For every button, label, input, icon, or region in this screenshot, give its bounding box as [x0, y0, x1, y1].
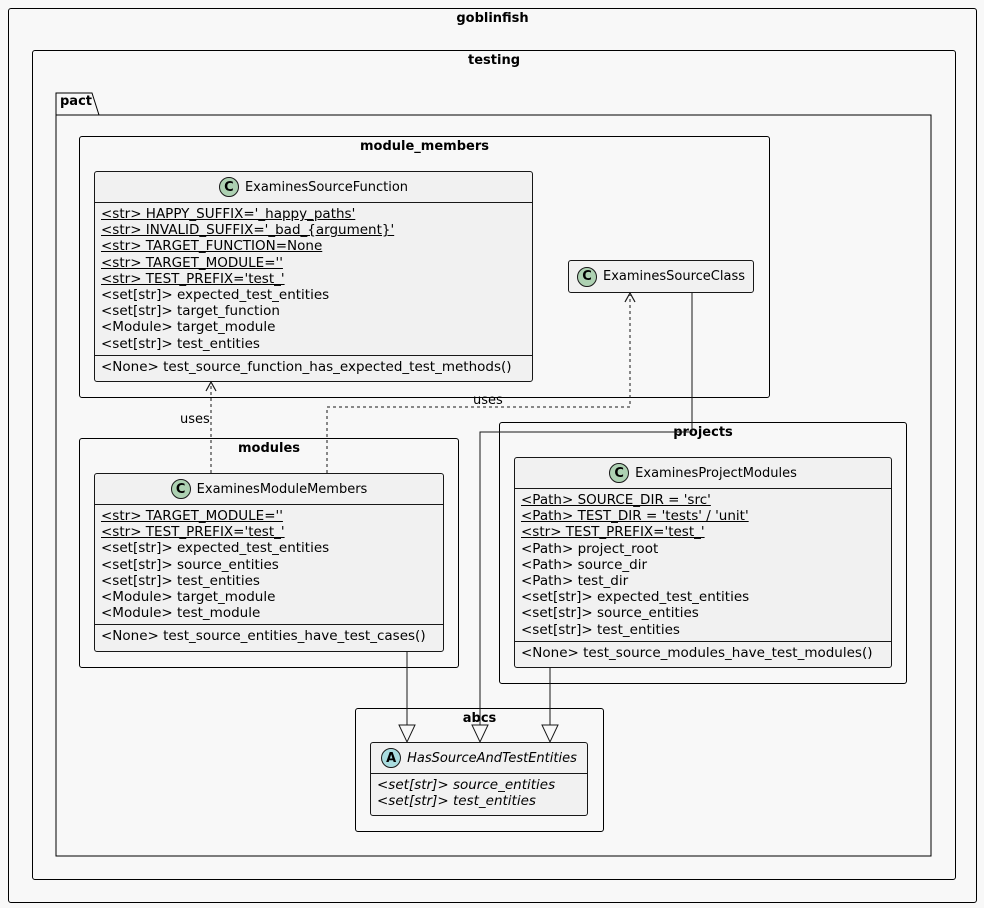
class-method: <None> test_source_function_has_expected…: [101, 358, 512, 375]
class-fields: <str> TARGET_MODULE=''<str> TEST_PREFIX=…: [95, 504, 443, 624]
class-field: <str> TARGET_FUNCTION=None: [101, 238, 323, 255]
class-field: <str> HAPPY_SUFFIX='_happy_paths': [101, 206, 356, 222]
class-stereotype-icon: C: [218, 177, 239, 197]
package-pact-title: pact: [60, 94, 92, 109]
package-title: projects: [673, 425, 733, 440]
package-title: testing: [468, 53, 520, 68]
class-name: ExaminesSourceClass: [602, 269, 745, 284]
class-examines-source-class[interactable]: C ExaminesSourceClass: [568, 260, 754, 293]
class-method: <None> test_source_modules_have_test_mod…: [521, 644, 873, 661]
package-testing: testing: [32, 50, 956, 880]
class-header: C ExaminesModuleMembers: [95, 474, 443, 504]
package-title: module_members: [360, 139, 489, 154]
class-name: HasSourceAndTestEntities: [407, 750, 577, 766]
class-stereotype-icon: C: [576, 266, 597, 287]
uses-class-label: uses: [473, 393, 503, 408]
class-header: C ExaminesProjectModules: [515, 458, 891, 488]
class-examines-source-function[interactable]: C ExaminesSourceFunction <str> HAPPY_SUF…: [94, 171, 533, 382]
class-field: <str> TARGET_MODULE='': [101, 254, 283, 271]
class-field: <set[str]> test_entities: [377, 793, 536, 810]
class-field: <set[str]> test_entities: [521, 621, 680, 638]
class-fields: <str> HAPPY_SUFFIX='_happy_paths'<str> I…: [95, 202, 532, 355]
abstract-stereotype-icon: A: [381, 748, 402, 768]
class-methods: <None> test_source_entities_have_test_ca…: [95, 624, 443, 647]
class-field: <Path> TEST_DIR = 'tests' / 'unit': [521, 508, 749, 525]
package-title: modules: [237, 441, 301, 456]
uses-function-label: uses: [180, 412, 210, 427]
class-field: <Module> test_module: [101, 605, 261, 622]
class-name: ExaminesProjectModules: [635, 465, 797, 481]
class-field: <set[str]> target_function: [101, 303, 280, 320]
class-field: <str> INVALID_SUFFIX='_bad_{argument}': [101, 222, 395, 239]
class-field: <set[str]> test_entities: [101, 335, 260, 352]
class-field: <set[str]> expected_test_entities: [101, 287, 330, 304]
class-has-source-and-test-entities[interactable]: A HasSourceAndTestEntities <set[str]> so…: [370, 742, 588, 816]
class-methods: <None> test_source_modules_have_test_mod…: [515, 640, 891, 664]
class-methods: <None> test_source_function_has_expected…: [95, 354, 532, 378]
class-field: <Path> project_root: [521, 540, 659, 557]
package-modules: modules: [79, 438, 459, 668]
class-field: <str> TARGET_MODULE='': [101, 508, 283, 524]
package-title: goblinfish: [456, 11, 529, 26]
class-field: <set[str]> source_entities: [377, 777, 556, 793]
package-title: abcs: [462, 711, 497, 726]
class-examines-project-modules[interactable]: C ExaminesProjectModules <Path> SOURCE_D…: [514, 457, 892, 668]
class-fields: <set[str]> source_entities<set[str]> tes…: [371, 773, 587, 812]
class-stereotype-icon: C: [609, 463, 630, 483]
class-field: <str> TEST_PREFIX='test_': [521, 524, 705, 541]
class-header: A HasSourceAndTestEntities: [371, 743, 587, 773]
class-field: <str> TEST_PREFIX='test_': [101, 270, 285, 287]
class-field: <Path> source_dir: [521, 556, 648, 573]
package-goblinfish: goblinfish: [8, 8, 977, 903]
class-field: <Module> target_module: [101, 589, 276, 606]
class-field: <str> TEST_PREFIX='test_': [101, 524, 285, 541]
class-header: C ExaminesSourceFunction: [95, 172, 532, 202]
class-field: <set[str]> expected_test_entities: [521, 589, 750, 606]
class-stereotype-icon: C: [170, 479, 191, 499]
class-field: <set[str]> source_entities: [521, 605, 699, 622]
class-field: <Module> target_module: [101, 319, 276, 336]
class-fields: <Path> SOURCE_DIR = 'src'<Path> TEST_DIR…: [515, 488, 891, 641]
class-name: ExaminesSourceFunction: [244, 179, 409, 195]
class-examines-module-members[interactable]: C ExaminesModuleMembers <str> TARGET_MOD…: [94, 473, 444, 652]
class-field: <Path> test_dir: [521, 573, 629, 590]
class-field: <Path> SOURCE_DIR = 'src': [521, 492, 711, 508]
class-method: <None> test_source_entities_have_test_ca…: [101, 628, 426, 645]
class-field: <set[str]> expected_test_entities: [101, 540, 330, 557]
class-field: <set[str]> source_entities: [101, 556, 279, 573]
class-header: C ExaminesSourceClass: [569, 261, 753, 292]
class-field: <set[str]> test_entities: [101, 572, 260, 589]
class-name: ExaminesModuleMembers: [196, 481, 368, 497]
